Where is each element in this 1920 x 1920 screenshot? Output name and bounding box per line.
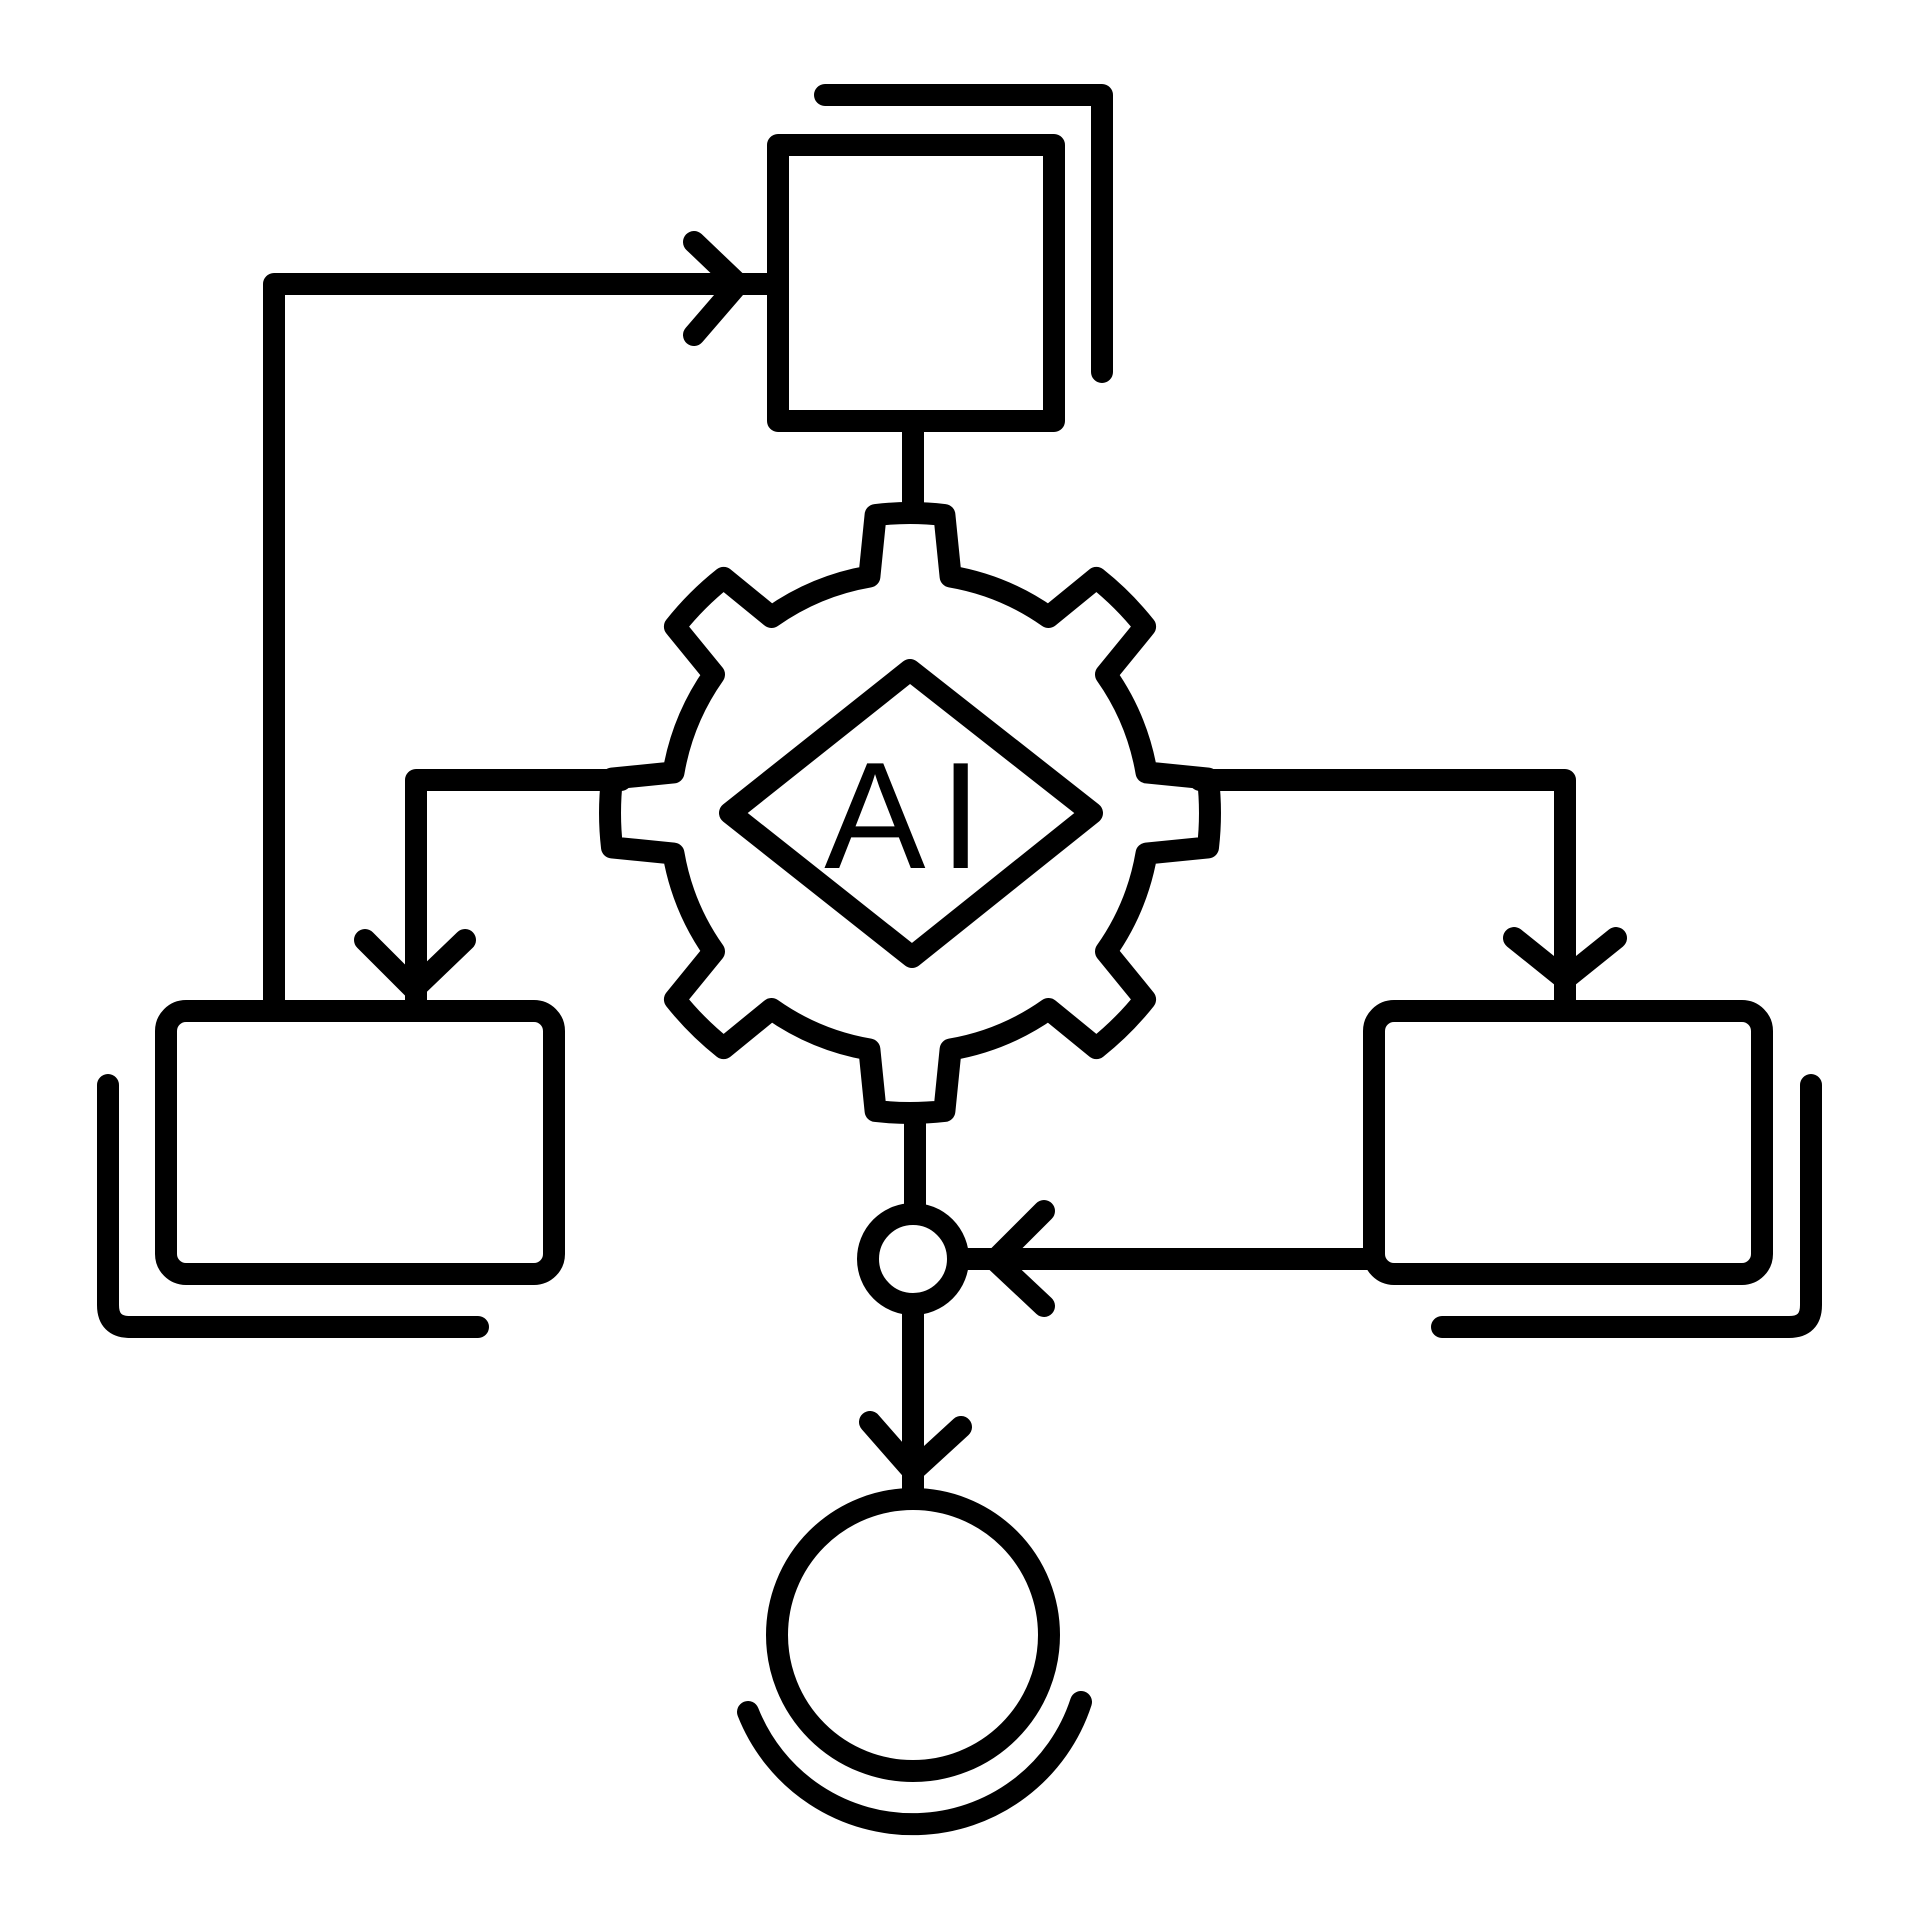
diamond-shape <box>719 659 1103 968</box>
arrow-head-into-bottom <box>859 1411 972 1482</box>
left-node-shadow <box>97 1074 489 1338</box>
right-node <box>1363 1000 1822 1338</box>
left-node <box>97 1000 565 1338</box>
bottom-node-arc <box>737 1691 1092 1836</box>
connector-gear-to-left <box>405 769 632 1022</box>
ai-gear: AI <box>599 502 1221 1124</box>
right-node-box <box>1363 1000 1773 1285</box>
gear-icon <box>599 502 1221 1124</box>
top-node-box <box>767 134 1065 432</box>
bottom-node-circle <box>766 1488 1060 1782</box>
right-node-shadow <box>1431 1074 1822 1338</box>
arrow-head-into-junction <box>984 1200 1055 1317</box>
left-node-box <box>155 1000 565 1285</box>
junction-circle <box>857 1203 969 1315</box>
arrow-head-into-left <box>354 929 476 1000</box>
bottom-node <box>737 1488 1092 1836</box>
connector-gear-to-right <box>1189 769 1576 1022</box>
connectors <box>263 231 1627 1510</box>
connector-left-to-top <box>263 273 789 1022</box>
top-node-shadow <box>814 84 1113 383</box>
arrow-head-into-top <box>683 231 749 346</box>
arrow-head-into-right <box>1503 927 1627 990</box>
ai-label: AI <box>824 731 996 901</box>
top-node <box>767 84 1113 432</box>
